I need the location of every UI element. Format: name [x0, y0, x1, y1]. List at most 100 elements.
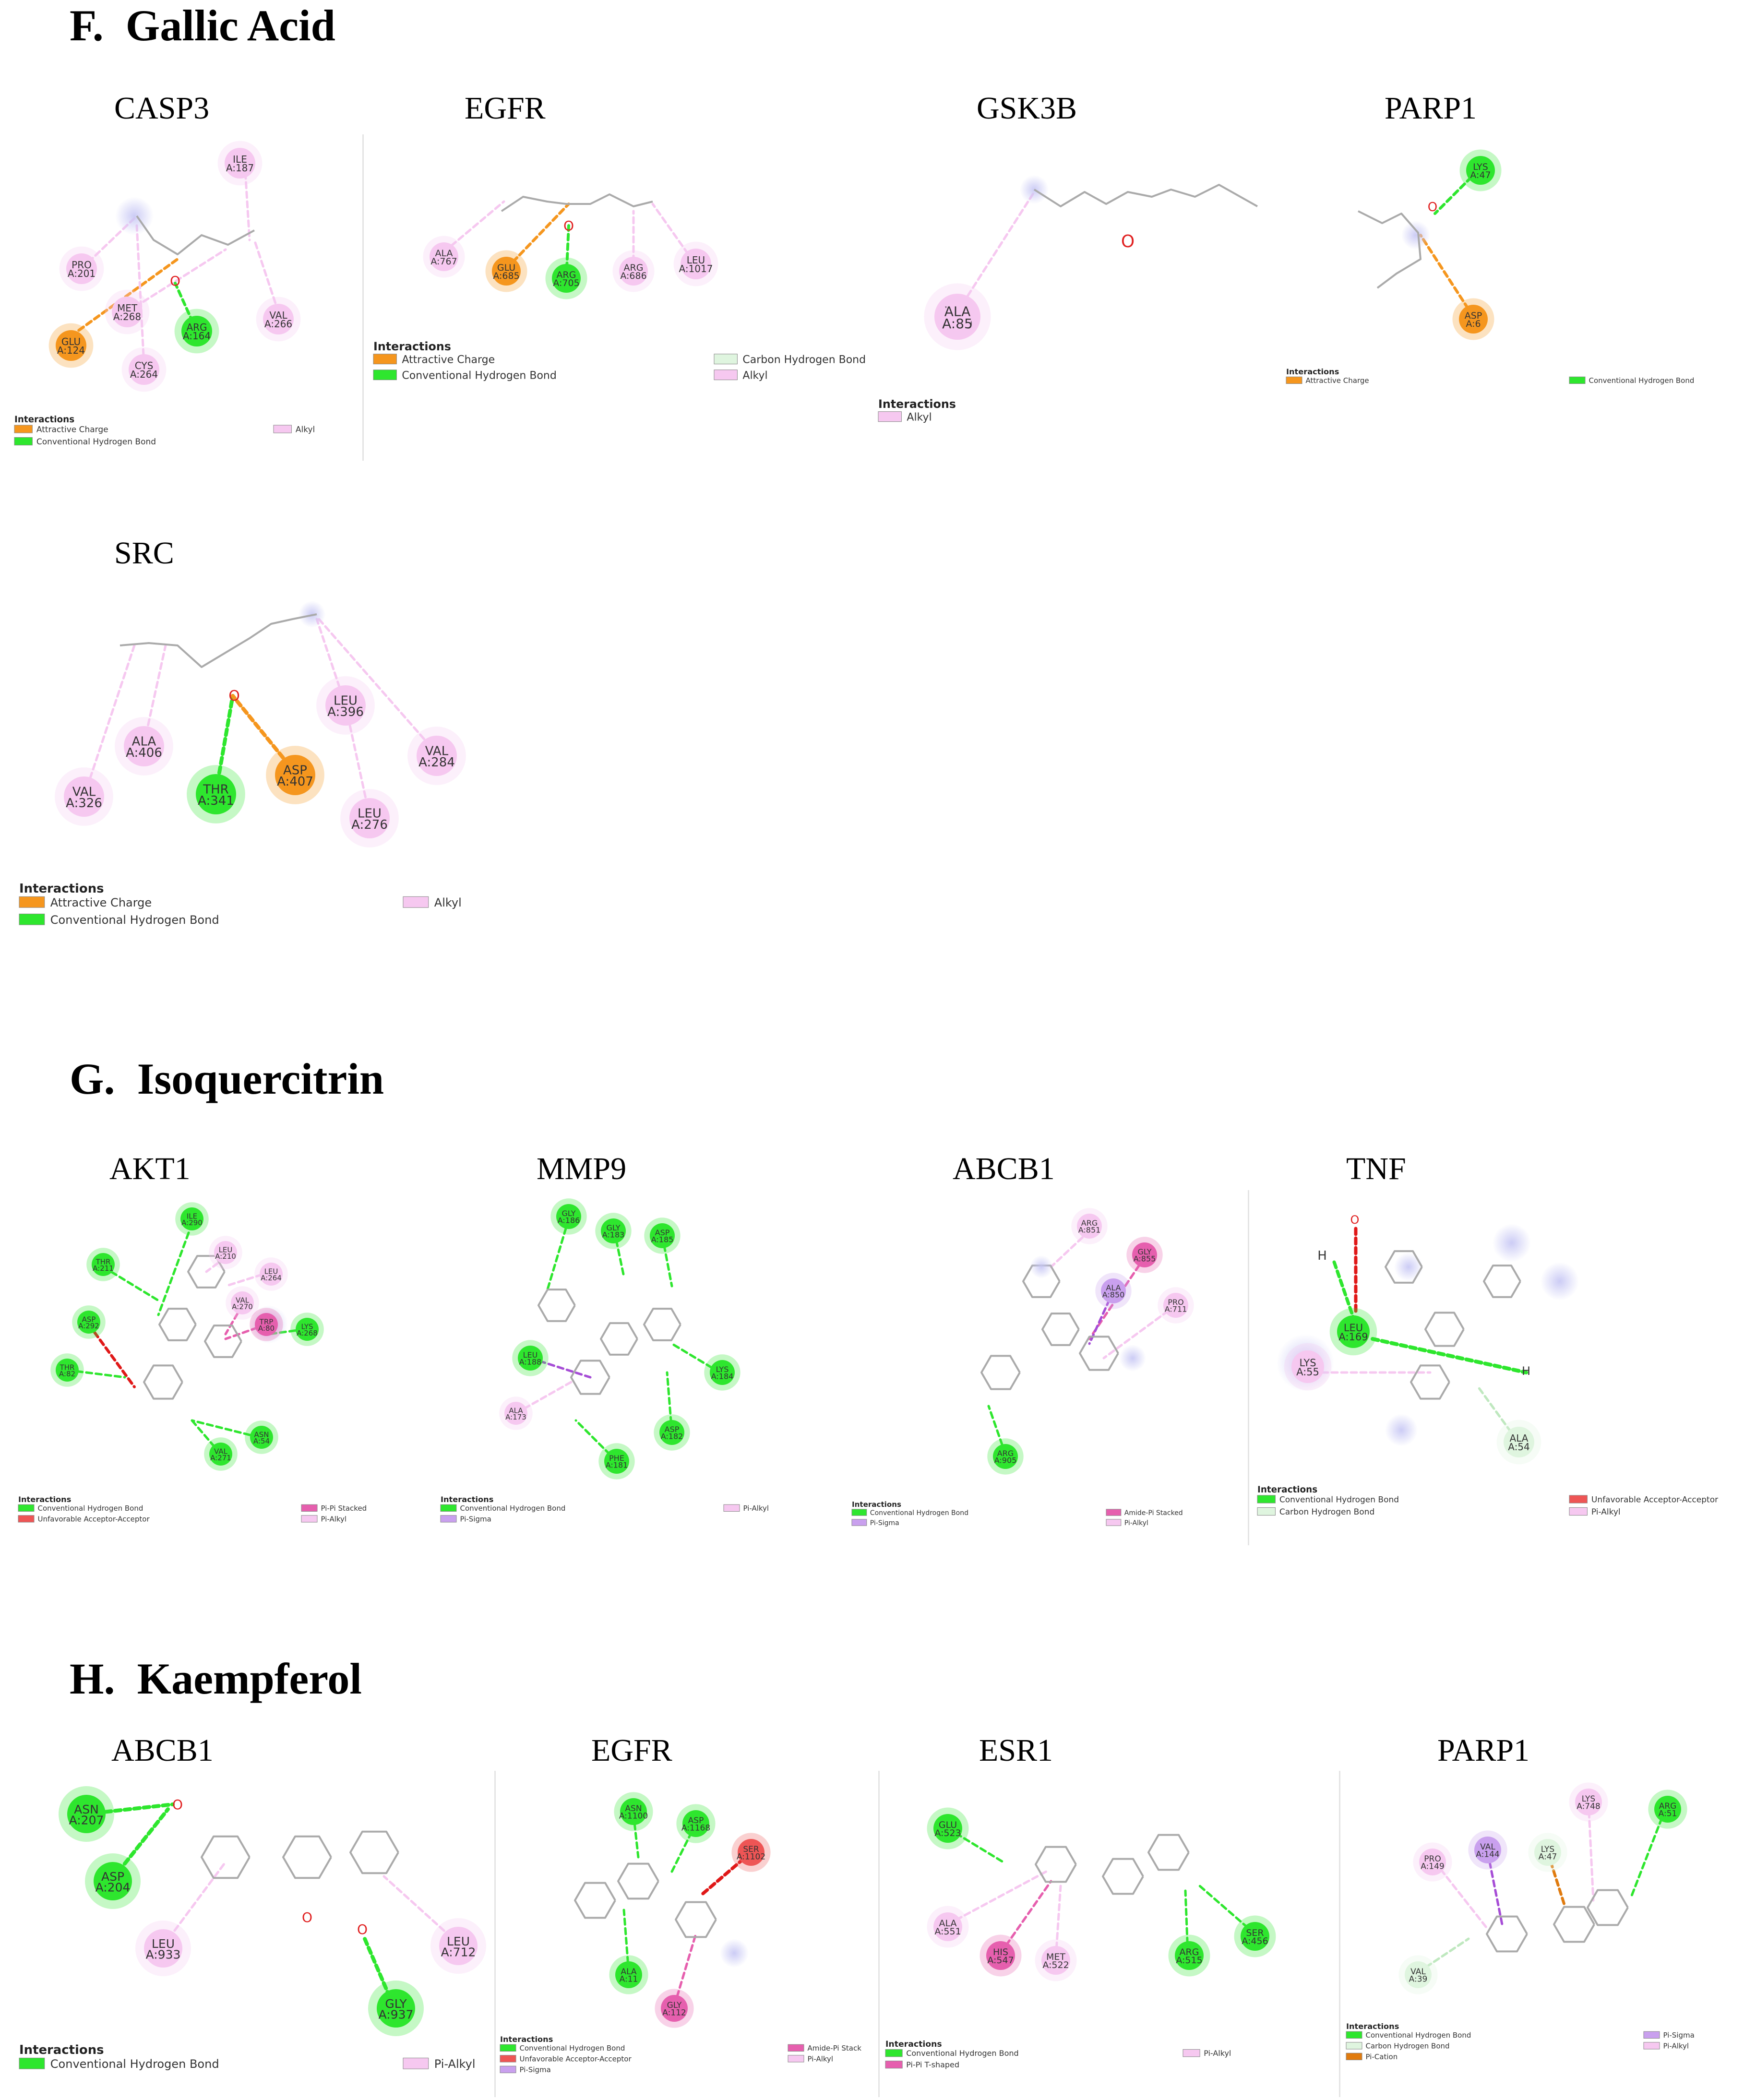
residue-name: VAL — [236, 1296, 250, 1304]
ligand-glow — [1385, 1414, 1418, 1446]
residue-circle — [250, 1426, 273, 1449]
residue-circle — [552, 264, 581, 293]
divider — [1339, 1771, 1340, 2097]
panel-title-egfr: EGFR — [465, 91, 546, 126]
ligand-bond — [204, 1324, 242, 1358]
residue-id: A:173 — [505, 1413, 526, 1421]
ligand-bond — [1486, 1915, 1528, 1953]
residue-name: PHE — [609, 1454, 624, 1463]
interaction-line — [83, 644, 136, 798]
legend-swatch — [1643, 2031, 1660, 2039]
residue-circle — [439, 1927, 478, 1965]
interaction-line — [1419, 234, 1475, 318]
ligand-atom: O — [170, 273, 180, 289]
residue-id: A:551 — [934, 1926, 961, 1937]
residue-circle — [1405, 1961, 1432, 1988]
residue-id: A:851 — [1078, 1226, 1101, 1235]
residue-id: A:207 — [69, 1813, 104, 1827]
ligand-bond — [570, 1360, 610, 1395]
ligand-glow — [720, 1939, 749, 1968]
legend-swatch — [1346, 2052, 1362, 2060]
ligand-glow — [1541, 1262, 1579, 1301]
residue-name: VAL — [1480, 1842, 1495, 1852]
section-title-g: G. Isoquercitrin — [70, 1054, 384, 1103]
residue-id: A:685 — [493, 271, 519, 281]
legend-swatch — [1257, 1507, 1276, 1516]
residue-name: ALA — [1510, 1432, 1529, 1444]
residue-name: ALA — [1106, 1283, 1121, 1292]
residue-id: A:210 — [215, 1252, 236, 1261]
legend-swatch — [1643, 2042, 1660, 2050]
residue-name: LEU — [264, 1267, 278, 1276]
residue-circle — [64, 776, 104, 817]
residue-id: A:182 — [661, 1432, 683, 1441]
residue-name: LEU — [152, 1937, 175, 1951]
panel-title-tnf: TNF — [1346, 1151, 1406, 1186]
panel-title-esr1: ESR1 — [979, 1733, 1053, 1768]
residue-name: LYS — [1473, 162, 1488, 172]
interaction-line — [946, 1870, 1048, 1926]
ligand-bond — [1102, 1858, 1144, 1895]
ligand-glow — [1119, 1345, 1146, 1372]
residue-circle — [710, 1360, 735, 1385]
residue-id: A:456 — [1242, 1936, 1268, 1946]
ligand-bond — [1147, 1834, 1190, 1871]
residue-id: A:341 — [198, 794, 234, 808]
residue-circle — [325, 685, 366, 726]
residue-id: A:855 — [1134, 1254, 1156, 1264]
residue-circle — [615, 1961, 642, 1988]
legend-swatch — [18, 1504, 35, 1512]
residue-circle — [1474, 1837, 1501, 1863]
interaction-line — [191, 1419, 261, 1439]
panel-title-abcb1-h: ABCB1 — [111, 1733, 214, 1768]
ligand-bond — [1553, 1906, 1595, 1943]
interaction-line — [224, 1270, 273, 1288]
residue-id: A:11 — [620, 1974, 638, 1984]
interaction-line — [135, 224, 145, 366]
residue-name: LEU — [447, 1934, 470, 1948]
residue-name: ASP — [655, 1228, 670, 1237]
ligand-atom: O — [172, 1797, 183, 1813]
interaction-line — [956, 191, 1036, 313]
residue-id: A:933 — [146, 1947, 181, 1961]
legend-title: Interactions — [885, 2040, 942, 2049]
legend-swatch — [500, 2044, 516, 2052]
residue-circle — [1575, 1789, 1602, 1815]
residue-id: A:39 — [1409, 1974, 1428, 1984]
residue-name: HIS — [993, 1947, 1008, 1957]
residue-id: A:51 — [1659, 1809, 1677, 1818]
legend-title: Interactions — [878, 397, 956, 411]
residue-id: A:47 — [1539, 1852, 1557, 1861]
residue-circle — [492, 257, 521, 286]
residue-name: TRP — [259, 1317, 274, 1326]
panel-title-abcb1-g: ABCB1 — [953, 1151, 1055, 1186]
legend-swatch — [723, 1504, 740, 1512]
residue-id: A:266 — [264, 318, 292, 330]
interaction-line — [224, 1323, 268, 1340]
residue-id: A:271 — [210, 1454, 231, 1462]
residue-circle — [417, 736, 457, 776]
